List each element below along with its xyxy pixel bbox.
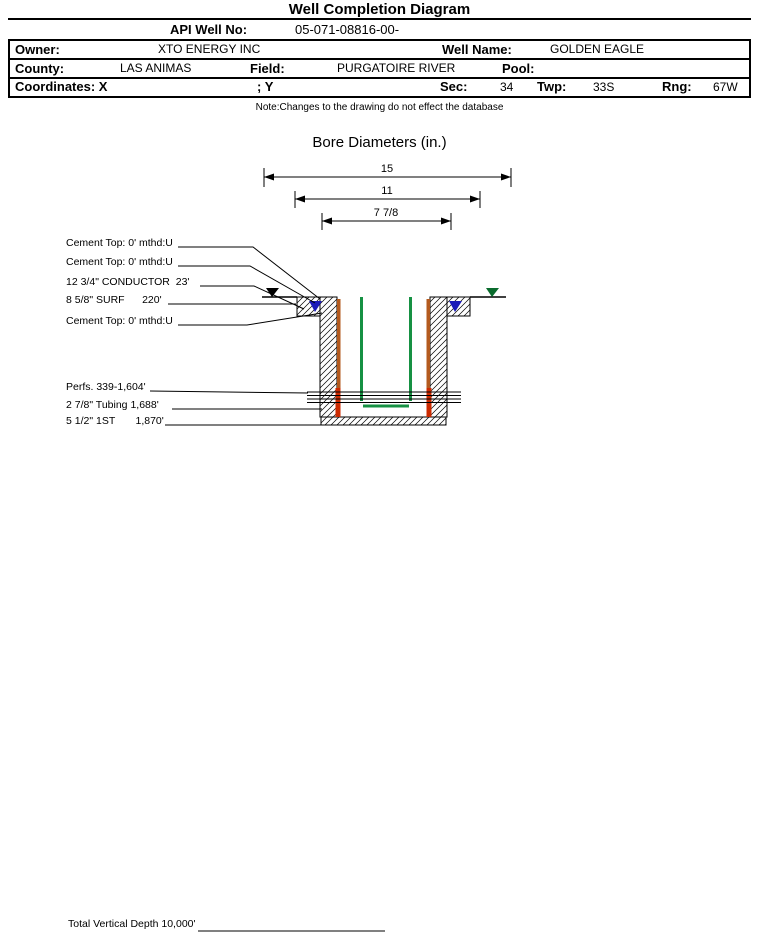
dim-7-7-8-label: 7 7/8 — [374, 207, 398, 219]
annotation-tubing: 2 7/8" Tubing 1,688' — [66, 399, 159, 411]
field-label: Field: — [250, 61, 285, 76]
bottom-plug — [320, 416, 447, 426]
page-title: Well Completion Diagram — [288, 1, 471, 18]
annotation-surface-casing: 8 5/8" SURF 220' — [66, 294, 162, 306]
sec-label: Sec: — [440, 79, 468, 94]
ground-surface-left — [262, 288, 297, 298]
county-row: County: LAS ANIMAS Field: PURGATOIRE RIV… — [10, 60, 749, 79]
ground-marker-right-icon — [486, 288, 499, 297]
header-table: API Well No: 05-071-08816-00- Owner: XTO… — [8, 18, 751, 98]
twp-label: Twp: — [537, 79, 567, 94]
dim-15-label: 15 — [381, 163, 393, 175]
owner-value: XTO ENERGY INC — [158, 42, 261, 56]
cement-marker-left-icon — [309, 301, 322, 312]
surface-casing-left — [337, 299, 341, 417]
dim-15-arrow-left — [264, 173, 274, 181]
leader-cement-top-1 — [178, 246, 321, 300]
bore-dimension-15: 15 — [263, 163, 512, 187]
dim-15-arrow-right — [501, 173, 511, 181]
coordinates-row: Coordinates: X ; Y Sec: 34 Twp: 33S Rng:… — [10, 79, 749, 96]
bore-diameters-title: Bore Diameters (in.) — [312, 134, 447, 151]
annotation-cement-top-3: Cement Top: 0' mthd:U — [66, 315, 173, 327]
api-well-no-label: API Well No: — [170, 22, 248, 37]
well-name-label: Well Name: — [442, 42, 512, 57]
cement-marker-right-icon — [449, 301, 462, 312]
coordinates-label: Coordinates: X — [15, 79, 108, 94]
rng-value: 67W — [713, 80, 738, 94]
leader-cement-top-2 — [178, 265, 316, 304]
surface-casing-right — [426, 299, 430, 417]
county-label: County: — [15, 61, 65, 76]
dim-11-arrow-right — [470, 195, 480, 203]
dim-11-label: 11 — [381, 185, 392, 197]
api-well-no-value: 05-071-08816-00- — [295, 22, 400, 37]
header-table-body: Owner: XTO ENERGY INC Well Name: GOLDEN … — [8, 41, 751, 98]
api-row: API Well No: 05-071-08816-00- — [8, 18, 751, 41]
sec-value: 34 — [500, 80, 514, 94]
dim-7-7-8-arrow-left — [322, 217, 332, 225]
twp-value: 33S — [593, 80, 615, 94]
county-value: LAS ANIMAS — [120, 61, 192, 75]
well-name-value: GOLDEN EAGLE — [550, 42, 645, 56]
owner-row: Owner: XTO ENERGY INC Well Name: GOLDEN … — [10, 41, 749, 60]
field-value: PURGATOIRE RIVER — [337, 61, 456, 75]
ground-marker-left-icon — [266, 288, 279, 297]
bore-dimension-7-7-8: 7 7/8 — [321, 207, 452, 230]
annotation-perfs: Perfs. 339-1,604' — [66, 381, 146, 393]
annotation-production-casing: 5 1/2" 1ST 1,870' — [66, 415, 164, 427]
perforation-lines — [307, 391, 461, 403]
leader-cement-top-3 — [178, 312, 323, 326]
owner-label: Owner: — [15, 42, 60, 57]
leader-conductor — [200, 285, 305, 310]
coordinates-y-label: ; Y — [257, 79, 274, 94]
annotation-cement-top-1: Cement Top: 0' mthd:U — [66, 237, 173, 249]
database-note: Note:Changes to the drawing do not effec… — [255, 102, 504, 113]
footer-total-vertical-depth: Total Vertical Depth 10,000' — [68, 918, 196, 930]
ground-surface-right — [470, 288, 506, 298]
annotation-conductor: 12 3/4" CONDUCTOR 23' — [66, 276, 190, 288]
dim-11-arrow-left — [295, 195, 305, 203]
leader-perfs — [149, 390, 309, 394]
pool-label: Pool: — [502, 61, 535, 76]
bore-dimension-11: 11 — [294, 185, 481, 208]
annotation-cement-top-2: Cement Top: 0' mthd:U — [66, 256, 173, 268]
dim-7-7-8-arrow-right — [441, 217, 451, 225]
rng-label: Rng: — [662, 79, 692, 94]
